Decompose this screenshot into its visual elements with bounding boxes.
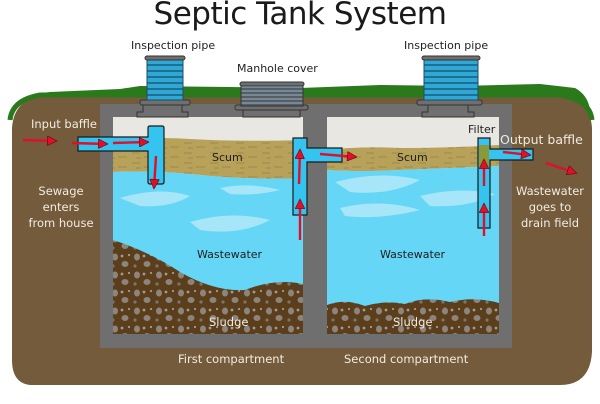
scum-second: [327, 145, 499, 171]
label-first-compartment: First compartment: [178, 352, 285, 366]
label-wastewater-first: Wastewater: [197, 248, 263, 261]
label-sludge-second: Sludge: [393, 315, 433, 329]
drain-line-1: Wastewater: [515, 184, 585, 198]
label-scum-first: Scum: [212, 151, 243, 164]
label-sludge-first: Sludge: [209, 315, 249, 329]
label-inspection-pipe-left: Inspection pipe: [131, 39, 216, 52]
label-wastewater-second: Wastewater: [380, 248, 446, 261]
sewage-line-1: Sewage: [38, 184, 84, 198]
sludge-first: [113, 240, 303, 334]
label-filter: Filter: [468, 123, 496, 136]
label-wastewater-goes: Wastewater goes to drain field: [510, 183, 590, 231]
sewage-line-3: from house: [28, 216, 94, 230]
label-scum-second: Scum: [397, 151, 428, 164]
label-sewage-enters: Sewage enters from house: [22, 183, 100, 231]
sewage-line-2: enters: [42, 200, 80, 214]
sludge-second: [327, 299, 499, 334]
transfer-pipe[interactable]: [292, 137, 343, 216]
label-manhole-cover: Manhole cover: [237, 62, 318, 75]
manhole-cover: [234, 81, 309, 118]
drain-line-3: drain field: [520, 216, 580, 230]
filter: [479, 145, 489, 167]
inspection-pipe-right: [416, 55, 483, 118]
label-second-compartment: Second compartment: [344, 352, 469, 366]
label-inspection-pipe-right: Inspection pipe: [404, 39, 489, 52]
flow-arrows: [22, 140, 576, 240]
drain-line-2: goes to: [528, 200, 572, 214]
label-output-baffle: Output baffle: [500, 132, 583, 147]
inspection-pipe-left: [136, 55, 191, 118]
diagram-title: Septic Tank System: [153, 0, 447, 32]
label-input-baffle: Input baffle: [31, 117, 97, 131]
